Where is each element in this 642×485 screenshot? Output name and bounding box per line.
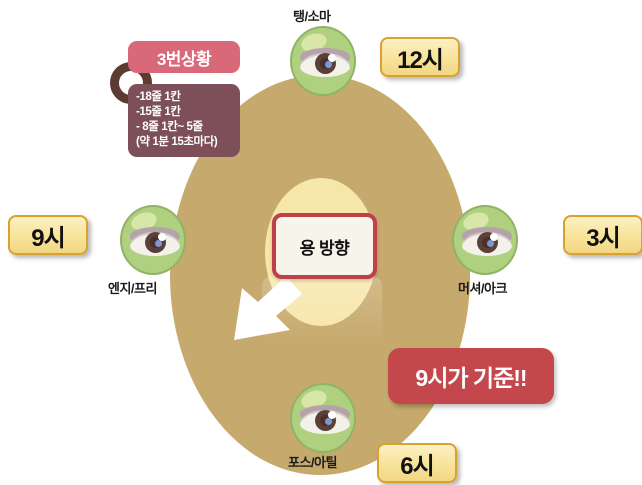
clock-badge-3-label: 3시 (586, 224, 620, 252)
clock-badge-9-label: 9시 (31, 224, 65, 252)
dragon-direction-box: 용 방향 (272, 213, 377, 279)
eye-marker-6[interactable] (290, 383, 356, 453)
callout-line-3: - 8줄 1칸~ 5줄 (136, 121, 203, 133)
callout-title: 3번상황 (128, 41, 240, 73)
eye-glint-icon (158, 233, 166, 241)
eye-glint-icon (328, 411, 336, 419)
eye-glint-secondary-icon (325, 418, 332, 425)
emphasis-banner-label: 9시가 기준!! (415, 365, 527, 391)
callout-line-2: -15줄 1칸 (136, 106, 181, 118)
eye-glint-icon (328, 54, 336, 62)
eye-marker-3[interactable] (452, 205, 518, 275)
callout-title-label: 3번상황 (156, 49, 212, 69)
eye-glint-icon (490, 233, 498, 241)
dragon-direction-label: 용 방향 (299, 238, 350, 258)
eye-marker-9[interactable] (120, 205, 186, 275)
clock-badge-12-label: 12시 (397, 46, 444, 74)
eye-glint-secondary-icon (325, 61, 332, 68)
eye-glint-secondary-icon (155, 240, 162, 247)
emphasis-banner: 9시가 기준!! (388, 348, 554, 404)
role-label-9: 엔지/프리 (108, 281, 157, 296)
clock-badge-6-label: 6시 (400, 452, 434, 480)
clock-badge-6[interactable]: 6시 (377, 443, 457, 483)
role-label-12: 탱/소마 (293, 9, 331, 24)
eye-marker-12[interactable] (290, 26, 356, 96)
callout-line-4: (약 1분 15초마다) (136, 136, 218, 148)
clock-badge-3[interactable]: 3시 (563, 215, 642, 255)
role-label-6: 포스/아틸 (288, 455, 337, 470)
role-label-3: 머셔/아크 (458, 281, 507, 296)
eye-glint-secondary-icon (487, 240, 494, 247)
callout-line-1: -18줄 1칸 (136, 91, 181, 103)
callout-body: -18줄 1칸 -15줄 1칸 - 8줄 1칸~ 5줄 (약 1분 15초마다) (128, 84, 240, 157)
clock-badge-12[interactable]: 12시 (380, 37, 460, 77)
clock-badge-9[interactable]: 9시 (8, 215, 88, 255)
